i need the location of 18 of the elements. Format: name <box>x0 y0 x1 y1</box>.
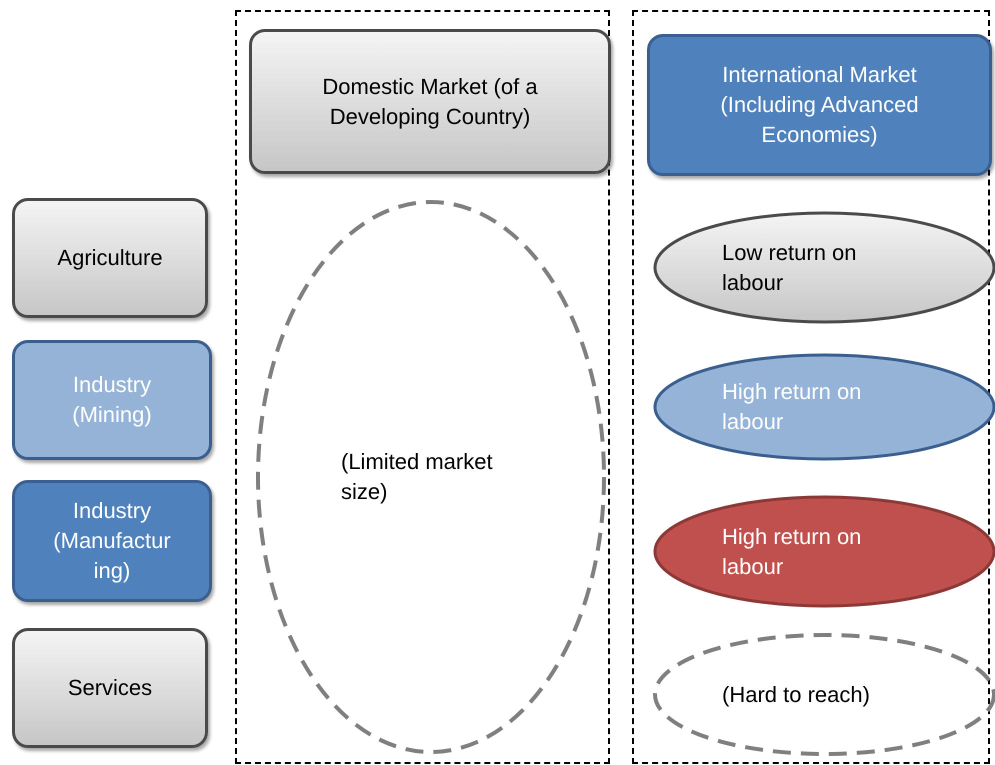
node-label: Domestic Market (of a Developing Country) <box>321 72 539 131</box>
node-label: International Market (Including Advanced Economies) <box>719 61 920 149</box>
node-label: Industry (Mining) <box>71 371 153 429</box>
node-label: High return on labour <box>722 522 862 580</box>
node-label: (Limited market size) <box>341 448 494 506</box>
sector-box <box>12 340 212 460</box>
node-label: High return on labour <box>722 378 862 436</box>
node-label: (Hard to reach) <box>722 680 870 708</box>
node-label: Agriculture <box>57 244 163 272</box>
node-label: Low return on labour <box>722 238 858 296</box>
node-label: Industry (Manufacturing) <box>52 497 172 585</box>
market-box <box>249 29 611 174</box>
sector-box <box>12 480 212 602</box>
sector-box <box>12 198 208 318</box>
sector-box <box>12 628 208 748</box>
node-label: Services <box>68 674 152 702</box>
dashed-frame <box>235 10 610 764</box>
market-box <box>647 34 992 176</box>
